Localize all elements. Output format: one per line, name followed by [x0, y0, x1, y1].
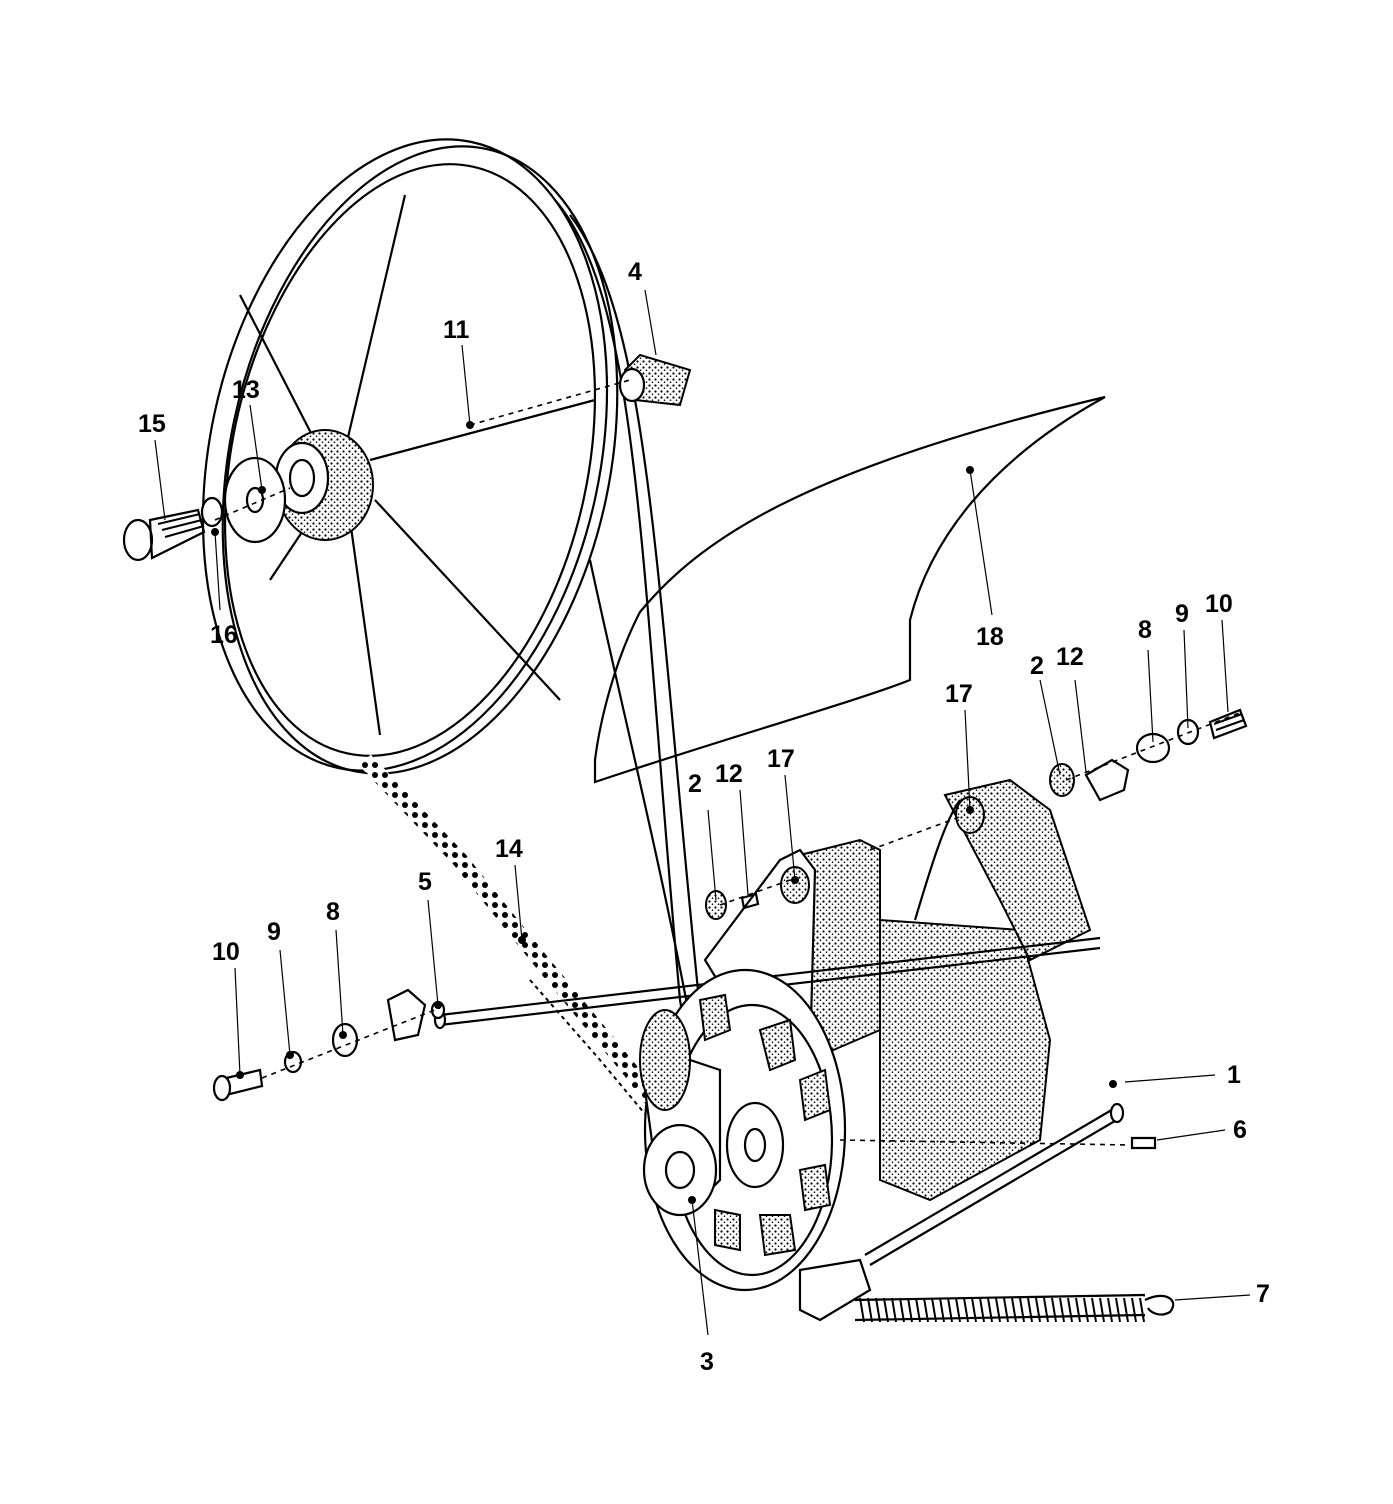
- callout-15: 15: [138, 410, 166, 438]
- callout-1: 1: [1227, 1061, 1241, 1089]
- drive-belt: [554, 199, 722, 1126]
- callout-7: 7: [1256, 1280, 1270, 1308]
- callout-9-right: 9: [1175, 600, 1189, 628]
- callout-13: 13: [232, 376, 260, 404]
- callout-2-right: 2: [1030, 652, 1044, 680]
- washer-plate: [223, 456, 287, 544]
- callout-labels: 15 13 16 11 4 18 17 2 12 8 9 10 2 12 17 …: [138, 258, 1270, 1376]
- screw-6: [1130, 1136, 1157, 1150]
- callout-14: 14: [495, 835, 523, 863]
- callout-6: 6: [1233, 1116, 1247, 1144]
- leader-lines: [154, 289, 1251, 1336]
- callout-12-center: 12: [715, 760, 743, 788]
- bolt-15: [122, 508, 206, 562]
- callout-17-right: 17: [945, 680, 973, 708]
- callout-16: 16: [210, 621, 238, 649]
- support-rod: [864, 1102, 1125, 1266]
- callout-12-right: 12: [1056, 643, 1084, 671]
- callout-4: 4: [628, 258, 642, 286]
- tension-spring: [854, 1293, 1175, 1323]
- center-hardware: [705, 890, 760, 920]
- callout-10-right: 10: [1205, 590, 1233, 618]
- assembly-lines: [214, 379, 1131, 1146]
- belt-guard-panel: [593, 395, 1106, 784]
- callout-3: 3: [700, 1348, 714, 1376]
- callout-2-center: 2: [688, 770, 702, 798]
- part-1: [1109, 1080, 1117, 1088]
- callout-18: 18: [976, 623, 1004, 651]
- left-hardware: [212, 988, 446, 1102]
- callout-17-center: 17: [767, 745, 795, 773]
- large-pulley-wheel: [201, 138, 619, 775]
- right-hardware: [1049, 708, 1248, 802]
- callout-11: 11: [443, 316, 470, 344]
- callout-10-left: 10: [212, 938, 240, 966]
- callout-8-left: 8: [326, 898, 340, 926]
- callout-9-left: 9: [267, 918, 281, 946]
- roller-sleeve: [618, 353, 692, 407]
- drive-chain: [359, 754, 667, 1121]
- washer-16: [200, 496, 224, 528]
- callout-5: 5: [418, 868, 432, 896]
- callout-8-right: 8: [1138, 616, 1152, 644]
- small-pulley: [639, 1009, 722, 1217]
